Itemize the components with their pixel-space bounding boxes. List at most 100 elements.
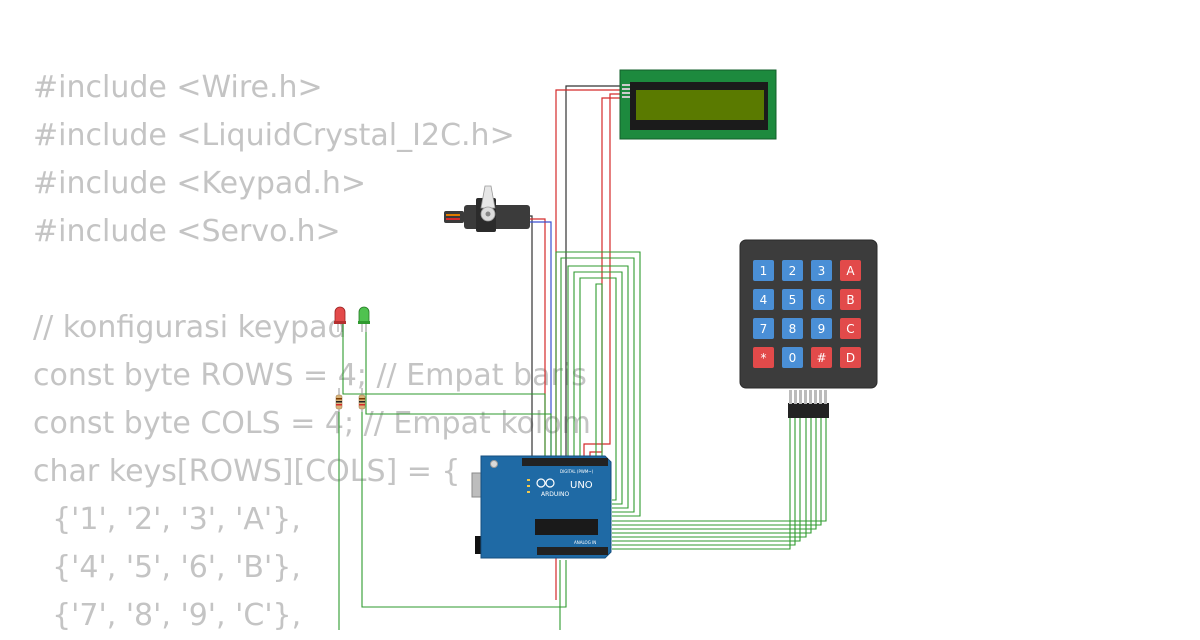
servo-horn[interactable]	[480, 185, 496, 209]
servo-connector	[444, 211, 464, 223]
keypad-key-3[interactable]: 3	[811, 260, 832, 281]
keypad-key-#[interactable]: #	[811, 347, 832, 368]
keypad-connector	[788, 403, 829, 418]
keypad-key-D[interactable]: D	[840, 347, 861, 368]
atmega-chip	[535, 519, 598, 535]
keypad-key-label: 3	[818, 264, 826, 278]
lcd-display[interactable]	[619, 69, 777, 140]
keypad-key-8[interactable]: 8	[782, 318, 803, 339]
uno-model-label: UNO	[570, 480, 593, 491]
analog-header-label: ANALOG IN	[574, 540, 596, 545]
keypad-key-label: #	[816, 351, 826, 365]
servo-wires	[528, 215, 552, 462]
keypad-key-cap	[811, 347, 832, 368]
servo-body	[464, 205, 530, 229]
wire	[612, 418, 827, 522]
keypad-key-label: 1	[760, 264, 768, 278]
code-line: // konfigurasi keypad	[33, 310, 347, 345]
wire	[612, 418, 796, 546]
wire	[528, 215, 533, 462]
keypad-key-cap	[753, 347, 774, 368]
red-led[interactable]	[334, 306, 346, 332]
servo-motor[interactable]	[444, 185, 530, 232]
keypad-key-cap	[782, 347, 803, 368]
wire	[565, 85, 622, 462]
lcd-pins	[622, 84, 630, 98]
wire	[612, 418, 807, 538]
keypad-key-label: 5	[789, 293, 797, 307]
digital-header-label: DIGITAL (PWM~)	[560, 469, 594, 474]
wire	[612, 418, 817, 530]
wire	[612, 418, 812, 534]
keypad-key-6[interactable]: 6	[811, 289, 832, 310]
code-line: const byte ROWS = 4; // Empat baris	[33, 358, 587, 393]
keypad-key-label: D	[846, 351, 855, 365]
green-led[interactable]	[358, 306, 370, 332]
keypad-key-cap	[840, 260, 861, 281]
wire	[579, 277, 617, 501]
keypad-key-4[interactable]: 4	[753, 289, 774, 310]
keypad-key-label: 4	[760, 293, 768, 307]
keypad-key-label: C	[846, 322, 854, 336]
wire	[560, 257, 635, 513]
wire	[555, 251, 641, 517]
wire	[612, 418, 801, 542]
keypad-key-label: 8	[789, 322, 797, 336]
keypad-key-cap	[840, 347, 861, 368]
keypad-key-9[interactable]: 9	[811, 318, 832, 339]
wire	[573, 271, 623, 505]
keypad-key-cap	[753, 260, 774, 281]
code-overlay: #include <Wire.h> #include <LiquidCrysta…	[33, 64, 591, 640]
keypad-key-cap	[811, 318, 832, 339]
keypad-key-label: 2	[789, 264, 797, 278]
wire	[583, 93, 622, 462]
resistor[interactable]	[335, 388, 343, 412]
code-line: {'7', '8', '9', 'C'},	[33, 598, 302, 633]
keypad-key-1[interactable]: 1	[753, 260, 774, 281]
keypad-key-*[interactable]: *	[753, 347, 774, 368]
keypad-keys: 1 2 3 A 4 5 6 B 7 8 9 C * 0 # D	[753, 260, 861, 368]
keypad-key-A[interactable]: A	[840, 260, 861, 281]
keypad-key-B[interactable]: B	[840, 289, 861, 310]
code-line: #include <Servo.h>	[33, 214, 341, 249]
code-line: const byte COLS = 4; // Empat kolom	[33, 406, 591, 441]
keypad-key-label: 6	[818, 293, 826, 307]
keypad-key-label: 9	[818, 322, 826, 336]
keypad-key-label: 0	[789, 351, 797, 365]
reset-button[interactable]	[490, 460, 498, 468]
keypad-key-label: *	[761, 351, 767, 365]
keypad-key-7[interactable]: 7	[753, 318, 774, 339]
keypad-key-label: B	[846, 293, 854, 307]
wire	[528, 221, 552, 462]
keypad-4x4[interactable]: 1 2 3 A 4 5 6 B 7 8 9 C * 0 # D	[739, 239, 878, 418]
keypad-key-5[interactable]: 5	[782, 289, 803, 310]
keypad-key-label: 7	[760, 322, 768, 336]
code-line: #include <Wire.h>	[33, 70, 323, 105]
code-line: #include <Keypad.h>	[33, 166, 367, 201]
wire	[567, 265, 629, 509]
power-analog-header	[537, 547, 608, 555]
keypad-key-cap	[753, 289, 774, 310]
keypad-key-cap	[811, 260, 832, 281]
wire	[342, 320, 546, 462]
led-wires	[338, 320, 567, 630]
wire	[612, 418, 822, 526]
keypad-key-label: A	[846, 264, 855, 278]
wire	[365, 320, 552, 462]
resistor[interactable]	[358, 388, 366, 412]
wire	[589, 97, 622, 462]
keypad-key-C[interactable]: C	[840, 318, 861, 339]
arduino-uno-board[interactable]: ARDUINO UNO DIGITAL (PWM~) ANALOG IN	[471, 455, 612, 559]
keypad-key-cap	[782, 318, 803, 339]
keypad-key-2[interactable]: 2	[782, 260, 803, 281]
keypad-key-cap	[782, 260, 803, 281]
keypad-key-cap	[753, 318, 774, 339]
keypad-key-0[interactable]: 0	[782, 347, 803, 368]
wire	[528, 218, 546, 462]
keypad-key-cap	[840, 289, 861, 310]
code-line: char keys[ROWS][COLS] = {	[33, 454, 461, 489]
wire	[361, 410, 567, 608]
code-line: {'4', '5', '6', 'B'},	[33, 550, 301, 585]
keypad-key-cap	[782, 289, 803, 310]
